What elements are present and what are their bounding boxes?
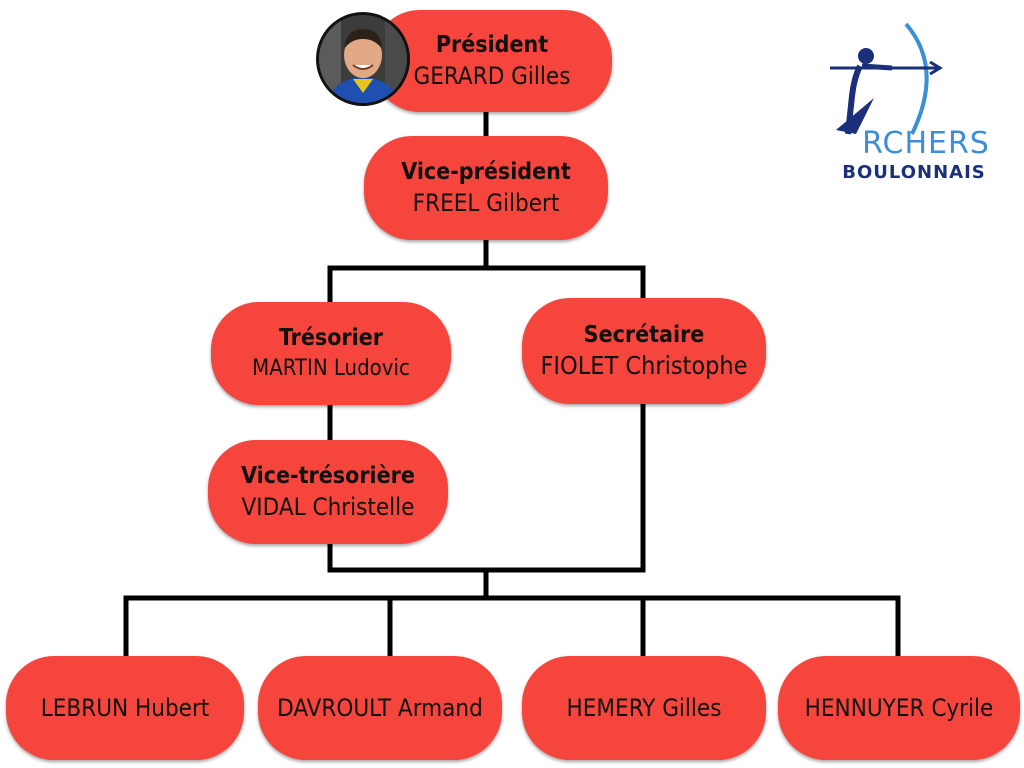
node-member: HENNUYER Cyrile (778, 656, 1020, 760)
logo-wordmark: RCHERS (862, 126, 990, 161)
node-member: LEBRUN Hubert (6, 656, 244, 760)
node-member: DAVROULT Armand (258, 656, 502, 760)
person-name: MARTIN Ludovic (252, 355, 410, 381)
person-name: GERARD Gilles (413, 62, 571, 90)
logo-club-name: BOULONNAIS (842, 162, 986, 183)
person-photo-icon (319, 15, 407, 103)
role-label: Trésorier (279, 324, 383, 351)
node-tresorier: Trésorier MARTIN Ludovic (211, 302, 451, 405)
node-vice-tresoriere: Vice-trésorière VIDAL Christelle (208, 440, 448, 544)
node-secretaire: Secrétaire FIOLET Christophe (522, 298, 766, 404)
person-name: LEBRUN Hubert (40, 694, 210, 722)
person-name: DAVROULT Armand (277, 694, 483, 722)
president-avatar (316, 12, 410, 106)
person-name: FIOLET Christophe (540, 351, 748, 380)
person-name: FREEL Gilbert (412, 189, 560, 217)
person-name: HENNUYER Cyrile (804, 694, 994, 722)
archer-icon (830, 22, 943, 135)
role-label: Président (435, 32, 549, 58)
node-vice-president: Vice-président FREEL Gilbert (364, 136, 608, 240)
club-logo: RCHERS BOULONNAIS (826, 18, 1002, 188)
role-label: Secrétaire (583, 322, 705, 348)
role-label: Vice-trésorière (241, 463, 415, 489)
role-label: Vice-président (401, 159, 571, 185)
node-member: HEMERY Gilles (522, 656, 766, 760)
node-president: Président GERARD Gilles (372, 10, 612, 112)
person-name: HEMERY Gilles (566, 694, 722, 722)
person-name: VIDAL Christelle (241, 493, 415, 521)
